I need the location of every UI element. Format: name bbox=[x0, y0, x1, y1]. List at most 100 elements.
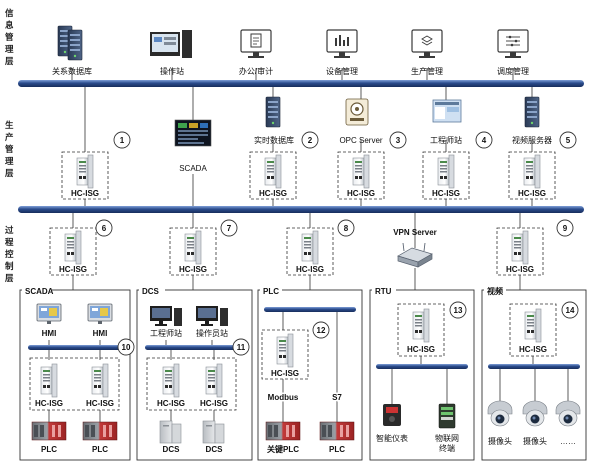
svg-text:智能仪表: 智能仪表 bbox=[376, 433, 408, 443]
svg-text:14: 14 bbox=[566, 306, 575, 315]
svg-text:物联网: 物联网 bbox=[435, 433, 459, 443]
realtime-database-label: 实时数据库 bbox=[254, 135, 294, 145]
svg-text:HC-ISG: HC-ISG bbox=[71, 189, 99, 198]
isg-box-6: HC-ISG bbox=[49, 227, 97, 276]
device-management: 设备管理 bbox=[326, 29, 358, 76]
production-management-label: 生产管理 bbox=[411, 66, 443, 76]
vpn-server: VPN Server bbox=[393, 228, 437, 268]
group-dcs: DCS 工程师站 操作员站 HC-ISG HC-ISG DCS DCS bbox=[136, 286, 253, 461]
modbus-label: Modbus bbox=[268, 393, 299, 402]
marker-4: 4 bbox=[475, 131, 493, 149]
relational-database-label: 关系数据库 bbox=[52, 66, 92, 76]
marker-1: 1 bbox=[113, 131, 131, 149]
marker-8: 8 bbox=[337, 219, 355, 237]
svg-text:HC-ISG: HC-ISG bbox=[506, 265, 534, 274]
svg-text:PLC: PLC bbox=[92, 445, 108, 454]
scada-bus bbox=[28, 345, 122, 350]
svg-text:DCS: DCS bbox=[142, 287, 160, 296]
office-audit: 办公/审计 bbox=[239, 29, 273, 76]
opc-server: OPC Server bbox=[339, 98, 383, 145]
svg-text:程: 程 bbox=[5, 237, 14, 247]
svg-text:1: 1 bbox=[120, 136, 125, 145]
plc-bus bbox=[264, 307, 356, 312]
marker-14: 14 bbox=[561, 301, 579, 319]
video-server: 视频服务器 bbox=[512, 96, 552, 145]
isg-box-5: HC-ISG bbox=[508, 151, 556, 200]
svg-text:HC-ISG: HC-ISG bbox=[271, 369, 299, 378]
svg-text:理: 理 bbox=[5, 156, 14, 166]
svg-text:管: 管 bbox=[5, 144, 14, 154]
scada-plc-2: PLC bbox=[82, 421, 118, 454]
dcs-operator-station: 操作员站 bbox=[196, 306, 228, 338]
svg-text:RTU: RTU bbox=[375, 287, 392, 296]
video-server-label: 视频服务器 bbox=[512, 135, 552, 145]
svg-text:9: 9 bbox=[563, 224, 568, 233]
svg-text:HC-ISG: HC-ISG bbox=[200, 399, 228, 408]
engineer-station-mid-label: 工程师站 bbox=[430, 135, 462, 145]
svg-text:HC-ISG: HC-ISG bbox=[519, 345, 547, 354]
svg-text:DCS: DCS bbox=[163, 445, 181, 454]
svg-text:信: 信 bbox=[5, 8, 14, 18]
video-bus bbox=[488, 364, 580, 369]
camera-3: …… bbox=[555, 400, 581, 446]
svg-text:操作员站: 操作员站 bbox=[196, 328, 228, 338]
svg-text:3: 3 bbox=[396, 136, 401, 145]
svg-text:HMI: HMI bbox=[93, 329, 108, 338]
isg-box-3: HC-ISG bbox=[337, 151, 385, 200]
smart-meter: 智能仪表 bbox=[376, 404, 408, 443]
svg-text:HC-ISG: HC-ISG bbox=[347, 189, 375, 198]
plc-device: PLC bbox=[319, 421, 355, 454]
device-management-label: 设备管理 bbox=[326, 66, 358, 76]
svg-text:11: 11 bbox=[237, 343, 246, 352]
camera-1: 摄像头 bbox=[487, 400, 513, 446]
svg-text:息: 息 bbox=[5, 20, 14, 30]
svg-text:HC-ISG: HC-ISG bbox=[407, 345, 435, 354]
svg-text:层: 层 bbox=[4, 168, 14, 178]
svg-text:10: 10 bbox=[122, 343, 131, 352]
svg-text:生: 生 bbox=[5, 120, 14, 130]
layer-label-production: 生 产 管 理 层 bbox=[4, 120, 14, 178]
operator-station-label: 操作站 bbox=[160, 66, 184, 76]
dcs-bus bbox=[145, 345, 243, 350]
realtime-database: 实时数据库 bbox=[254, 96, 294, 145]
scada-plc-1: PLC bbox=[31, 421, 67, 454]
dcs-cabinet-2: DCS bbox=[202, 420, 225, 454]
number-markers: 1 2 3 4 5 6 7 8 9 10 11 12 13 14 bbox=[95, 131, 579, 356]
isg-box-4: HC-ISG bbox=[422, 151, 470, 200]
top-drops bbox=[71, 68, 514, 80]
svg-text:HC-ISG: HC-ISG bbox=[157, 399, 185, 408]
operator-station: 操作站 bbox=[150, 30, 192, 76]
marker-11: 11 bbox=[232, 338, 250, 356]
iot-terminal: 物联网 终端 bbox=[435, 403, 459, 453]
dcs-cabinet-1: DCS bbox=[159, 420, 182, 454]
svg-text:……: …… bbox=[560, 437, 576, 446]
marker-3: 3 bbox=[389, 131, 407, 149]
office-audit-label: 办公/审计 bbox=[239, 66, 273, 76]
svg-text:理: 理 bbox=[5, 44, 14, 54]
group-scada: SCADA HMI HMI HC-ISG HC-ISG PLC PLC bbox=[19, 286, 131, 461]
hmi-1: HMI bbox=[36, 303, 62, 338]
production-management: 生产管理 bbox=[411, 29, 443, 76]
dispatch-management: 调度管理 bbox=[497, 29, 529, 76]
hmi-2: HMI bbox=[87, 303, 113, 338]
svg-text:工程师站: 工程师站 bbox=[150, 328, 182, 338]
svg-text:PLC: PLC bbox=[41, 445, 57, 454]
svg-text:HC-ISG: HC-ISG bbox=[518, 189, 546, 198]
marker-2: 2 bbox=[301, 131, 319, 149]
svg-text:2: 2 bbox=[308, 136, 313, 145]
svg-text:层: 层 bbox=[4, 273, 14, 283]
key-plc: 关键PLC bbox=[265, 421, 301, 454]
marker-5: 5 bbox=[559, 131, 577, 149]
engineer-station-mid: 工程师站 bbox=[430, 99, 462, 145]
dcs-engineer-station: 工程师站 bbox=[150, 306, 182, 338]
svg-text:HMI: HMI bbox=[42, 329, 57, 338]
svg-text:SCADA: SCADA bbox=[25, 287, 54, 296]
isg-box-9: HC-ISG bbox=[496, 227, 544, 276]
isg-box-1: HC-ISG bbox=[61, 151, 109, 200]
svg-text:PLC: PLC bbox=[329, 445, 345, 454]
isg-box-8: HC-ISG bbox=[286, 227, 334, 276]
svg-text:终端: 终端 bbox=[439, 443, 455, 453]
isg-box-7: HC-ISG bbox=[169, 227, 217, 276]
svg-text:7: 7 bbox=[227, 224, 232, 233]
layer-label-process: 过 程 控 制 层 bbox=[4, 225, 14, 283]
